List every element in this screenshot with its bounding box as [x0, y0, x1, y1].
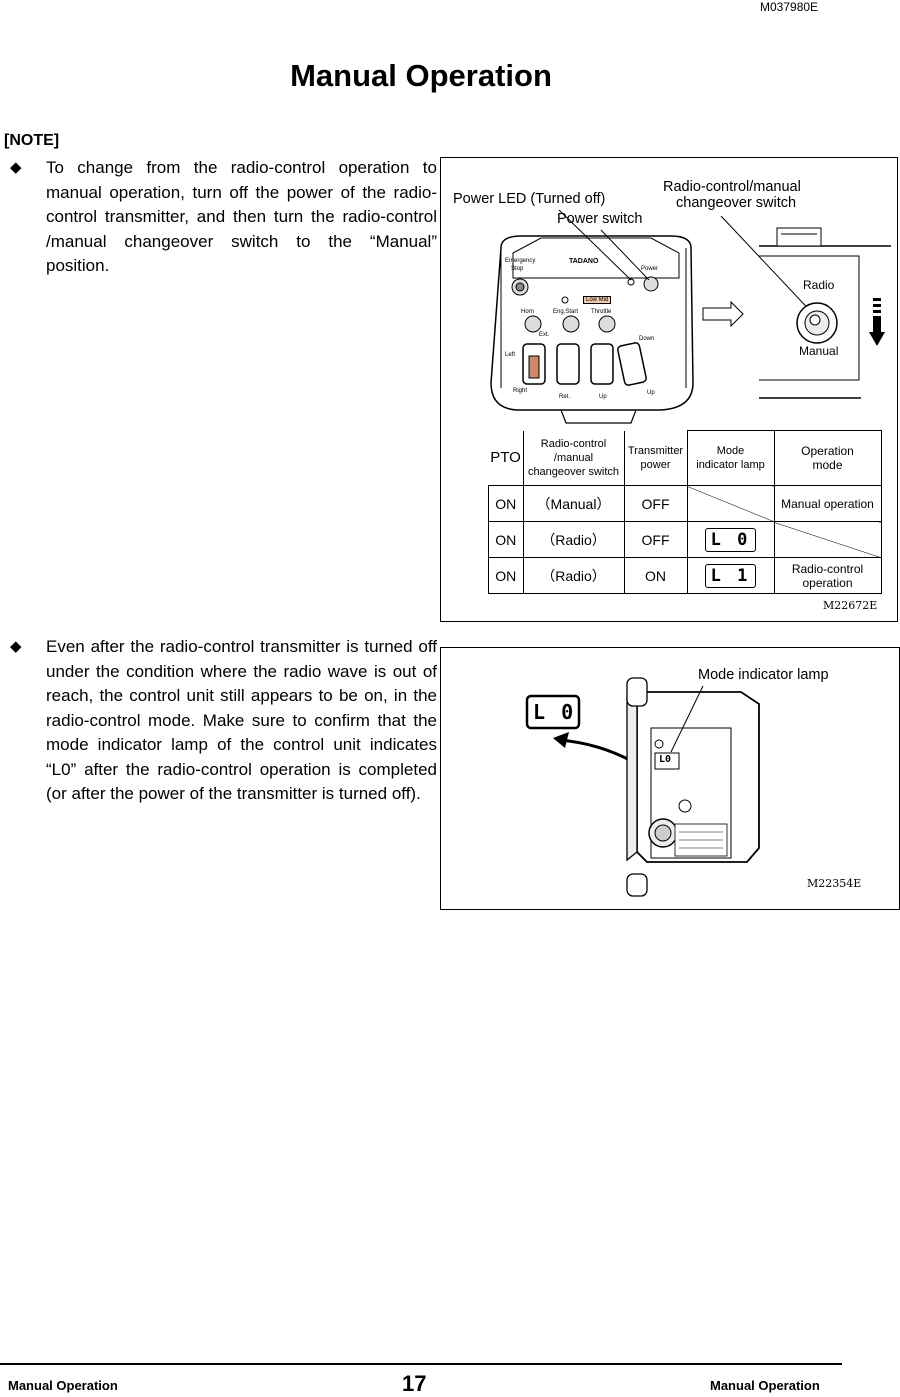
- control-unit-illustration: [525, 677, 760, 897]
- eng-start-label: Eng.Start: [553, 309, 579, 315]
- right-label: Right: [513, 388, 528, 394]
- document-code: M037980E: [760, 0, 819, 14]
- power-face-label: Power: [641, 266, 659, 272]
- mode-table: PTO Radio-control /manual changeover swi…: [488, 430, 882, 594]
- lamp-header: Mode indicator lamp: [686, 430, 775, 486]
- pto-header: PTO: [488, 430, 524, 486]
- pto-cell: ON: [488, 557, 524, 594]
- table-row: ON （Radio） OFF L 0: [488, 521, 882, 558]
- power-switch-label: Power switch: [557, 211, 643, 227]
- switch-header-line2: /manual: [553, 451, 594, 464]
- manual-position-label: Manual: [799, 344, 839, 358]
- figure-code: M22354E: [807, 877, 862, 890]
- transmitter-header-line2: power: [640, 458, 671, 471]
- low-mid-indicator: Low Mid: [583, 296, 612, 304]
- emergency-stop-label: Emergency: [505, 258, 536, 264]
- bullet-text: To change from the radio-control operati…: [46, 158, 437, 275]
- switch-cell: （Radio）: [522, 557, 625, 594]
- table-header-row: PTO Radio-control /manual changeover swi…: [488, 430, 882, 486]
- footer-rule: [0, 1363, 842, 1365]
- diamond-bullet-icon: ◆: [10, 159, 22, 176]
- transmitter-header-line1: Transmitter: [627, 444, 684, 457]
- lamp-cell: L 1: [686, 557, 775, 594]
- lamp-cell: L 0: [686, 521, 775, 558]
- transmitter-illustration: [490, 209, 891, 424]
- radio-position-label: Radio: [803, 278, 835, 292]
- unit-lamp-display: L0: [659, 754, 672, 765]
- throttle-label: Throttle: [591, 309, 612, 315]
- diamond-bullet-icon: ◆: [10, 638, 22, 655]
- up-label: Up: [599, 394, 607, 400]
- mode-indicator-lamp-label: Mode indicator lamp: [698, 667, 829, 683]
- footer-left-title: Manual Operation: [8, 1378, 118, 1393]
- switch-header-line3: changeover switch: [527, 465, 620, 478]
- footer-right-title: Manual Operation: [710, 1378, 820, 1393]
- page-number: 17: [402, 1371, 427, 1396]
- power-cell: OFF: [623, 485, 688, 522]
- mode-cell: Manual operation: [773, 485, 882, 522]
- down-label: Down: [639, 336, 655, 342]
- transmitter-header: Transmitter power: [623, 430, 688, 486]
- pto-cell: ON: [488, 521, 524, 558]
- figure-changeover-procedure: Power LED (Turned off) Power switch Radi…: [440, 157, 898, 622]
- switch-cell: （Manual）: [522, 485, 625, 522]
- mode-cell: Radio-control operation: [773, 557, 882, 594]
- operation-header-line2: mode: [812, 458, 843, 472]
- up-label-2: Up: [647, 390, 655, 396]
- power-led-label: Power LED (Turned off): [453, 191, 606, 207]
- mode-line1: Radio-control: [791, 561, 864, 576]
- horn-label: Horn: [521, 309, 535, 315]
- lamp-display: L 1: [704, 563, 757, 588]
- lamp-header-line1: Mode: [716, 445, 745, 457]
- lamp-header-line2: indicator lamp: [696, 459, 765, 471]
- ext-label: Ext.: [539, 332, 550, 338]
- power-cell: OFF: [623, 521, 688, 558]
- mode-cell-empty: [773, 521, 882, 558]
- table-row: ON （Manual） OFF Manual operation: [488, 485, 882, 522]
- pto-cell: ON: [488, 485, 524, 522]
- emergency-stop-label-line2: Stop: [511, 266, 524, 272]
- power-cell: ON: [623, 557, 688, 594]
- note-label: [NOTE]: [4, 132, 60, 149]
- lamp-callout-display: L 0: [533, 700, 576, 724]
- lamp-cell-empty: [686, 485, 775, 522]
- brand-logo-text: TADANO: [569, 258, 599, 265]
- operation-header: Operation mode: [773, 430, 882, 486]
- figure-mode-indicator-lamp: Mode indicator lamp L 0 L0 M22354E: [440, 647, 900, 910]
- figure-code: M22672E: [823, 599, 878, 612]
- ret-label: Ret.: [559, 394, 571, 400]
- bullet-text: Even after the radio-control transmitter…: [46, 637, 437, 803]
- switch-header-line1: Radio-control: [540, 437, 607, 450]
- left-label: Left: [505, 352, 516, 358]
- switch-header: Radio-control /manual changeover switch: [522, 430, 625, 486]
- page-title: Manual Operation: [290, 58, 552, 93]
- switch-cell: （Radio）: [522, 521, 625, 558]
- lamp-display: L 0: [704, 527, 757, 552]
- changeover-switch-label-line1: Radio-control/manual: [663, 179, 801, 195]
- mode-line2: operation: [802, 575, 853, 590]
- operation-header-line1: Operation: [801, 444, 854, 458]
- changeover-switch-label-line2: changeover switch: [676, 195, 797, 211]
- table-row: ON （Radio） ON L 1 Radio-control operatio…: [488, 557, 882, 594]
